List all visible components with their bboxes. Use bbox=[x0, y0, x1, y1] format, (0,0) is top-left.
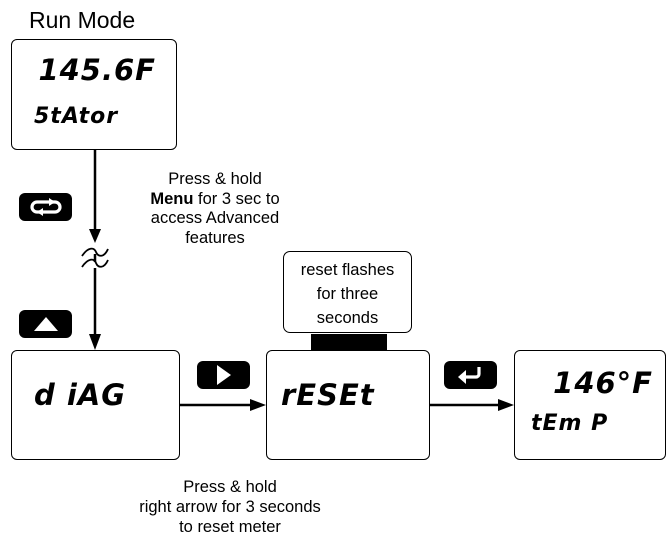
title-run-mode: Run Mode bbox=[29, 7, 136, 33]
callout-line-2: for three bbox=[316, 285, 379, 303]
arrow-reset-to-temp bbox=[430, 399, 514, 411]
note-line-4: features bbox=[185, 228, 245, 247]
note-line-1: Press & hold bbox=[168, 170, 262, 188]
run-mode-display: 145.6F 5tAtor bbox=[11, 39, 177, 150]
display-bottom-tag: 5tAtor bbox=[34, 104, 119, 129]
menu-key-label: Menu bbox=[150, 189, 194, 208]
temp-display-reading: 146°F bbox=[553, 366, 653, 400]
callout-line-3: seconds bbox=[316, 309, 379, 327]
enter-key-icon bbox=[444, 361, 497, 389]
diag-display: d iAG bbox=[11, 350, 180, 460]
diag-display-text: d iAG bbox=[34, 378, 127, 412]
reset-display: rESEt bbox=[266, 350, 430, 460]
right-arrow-key-icon bbox=[197, 361, 250, 389]
time-break-icon bbox=[81, 247, 109, 268]
reset-flashes-callout: reset flashes for three seconds bbox=[283, 251, 412, 333]
note-line-3: access Advanced bbox=[150, 209, 280, 227]
callout-connector-bar bbox=[311, 334, 387, 350]
callout-line-1: reset flashes bbox=[300, 261, 395, 279]
temp-display: 146°F tEm P bbox=[514, 350, 666, 460]
reset-meter-note: Press & hold right arrow for 3 seconds t… bbox=[110, 477, 350, 537]
reset-display-text: rESEt bbox=[281, 378, 375, 412]
advanced-features-note: Press & hold Menu for 3 sec to access Ad… bbox=[120, 170, 310, 248]
up-arrow-key-icon bbox=[19, 310, 72, 338]
reset-note-line-2: right arrow for 3 seconds bbox=[139, 498, 321, 516]
display-top-reading: 145.6F bbox=[38, 53, 156, 87]
down-flow-arrow bbox=[81, 150, 109, 350]
note-line-2: Menu for 3 sec to bbox=[150, 189, 280, 208]
reset-note-line-1: Press & hold bbox=[183, 478, 277, 496]
temp-display-tag: tEm P bbox=[531, 411, 609, 436]
menu-key-icon bbox=[19, 193, 72, 221]
arrow-diag-to-reset bbox=[180, 399, 266, 411]
reset-note-line-3: to reset meter bbox=[179, 518, 281, 536]
